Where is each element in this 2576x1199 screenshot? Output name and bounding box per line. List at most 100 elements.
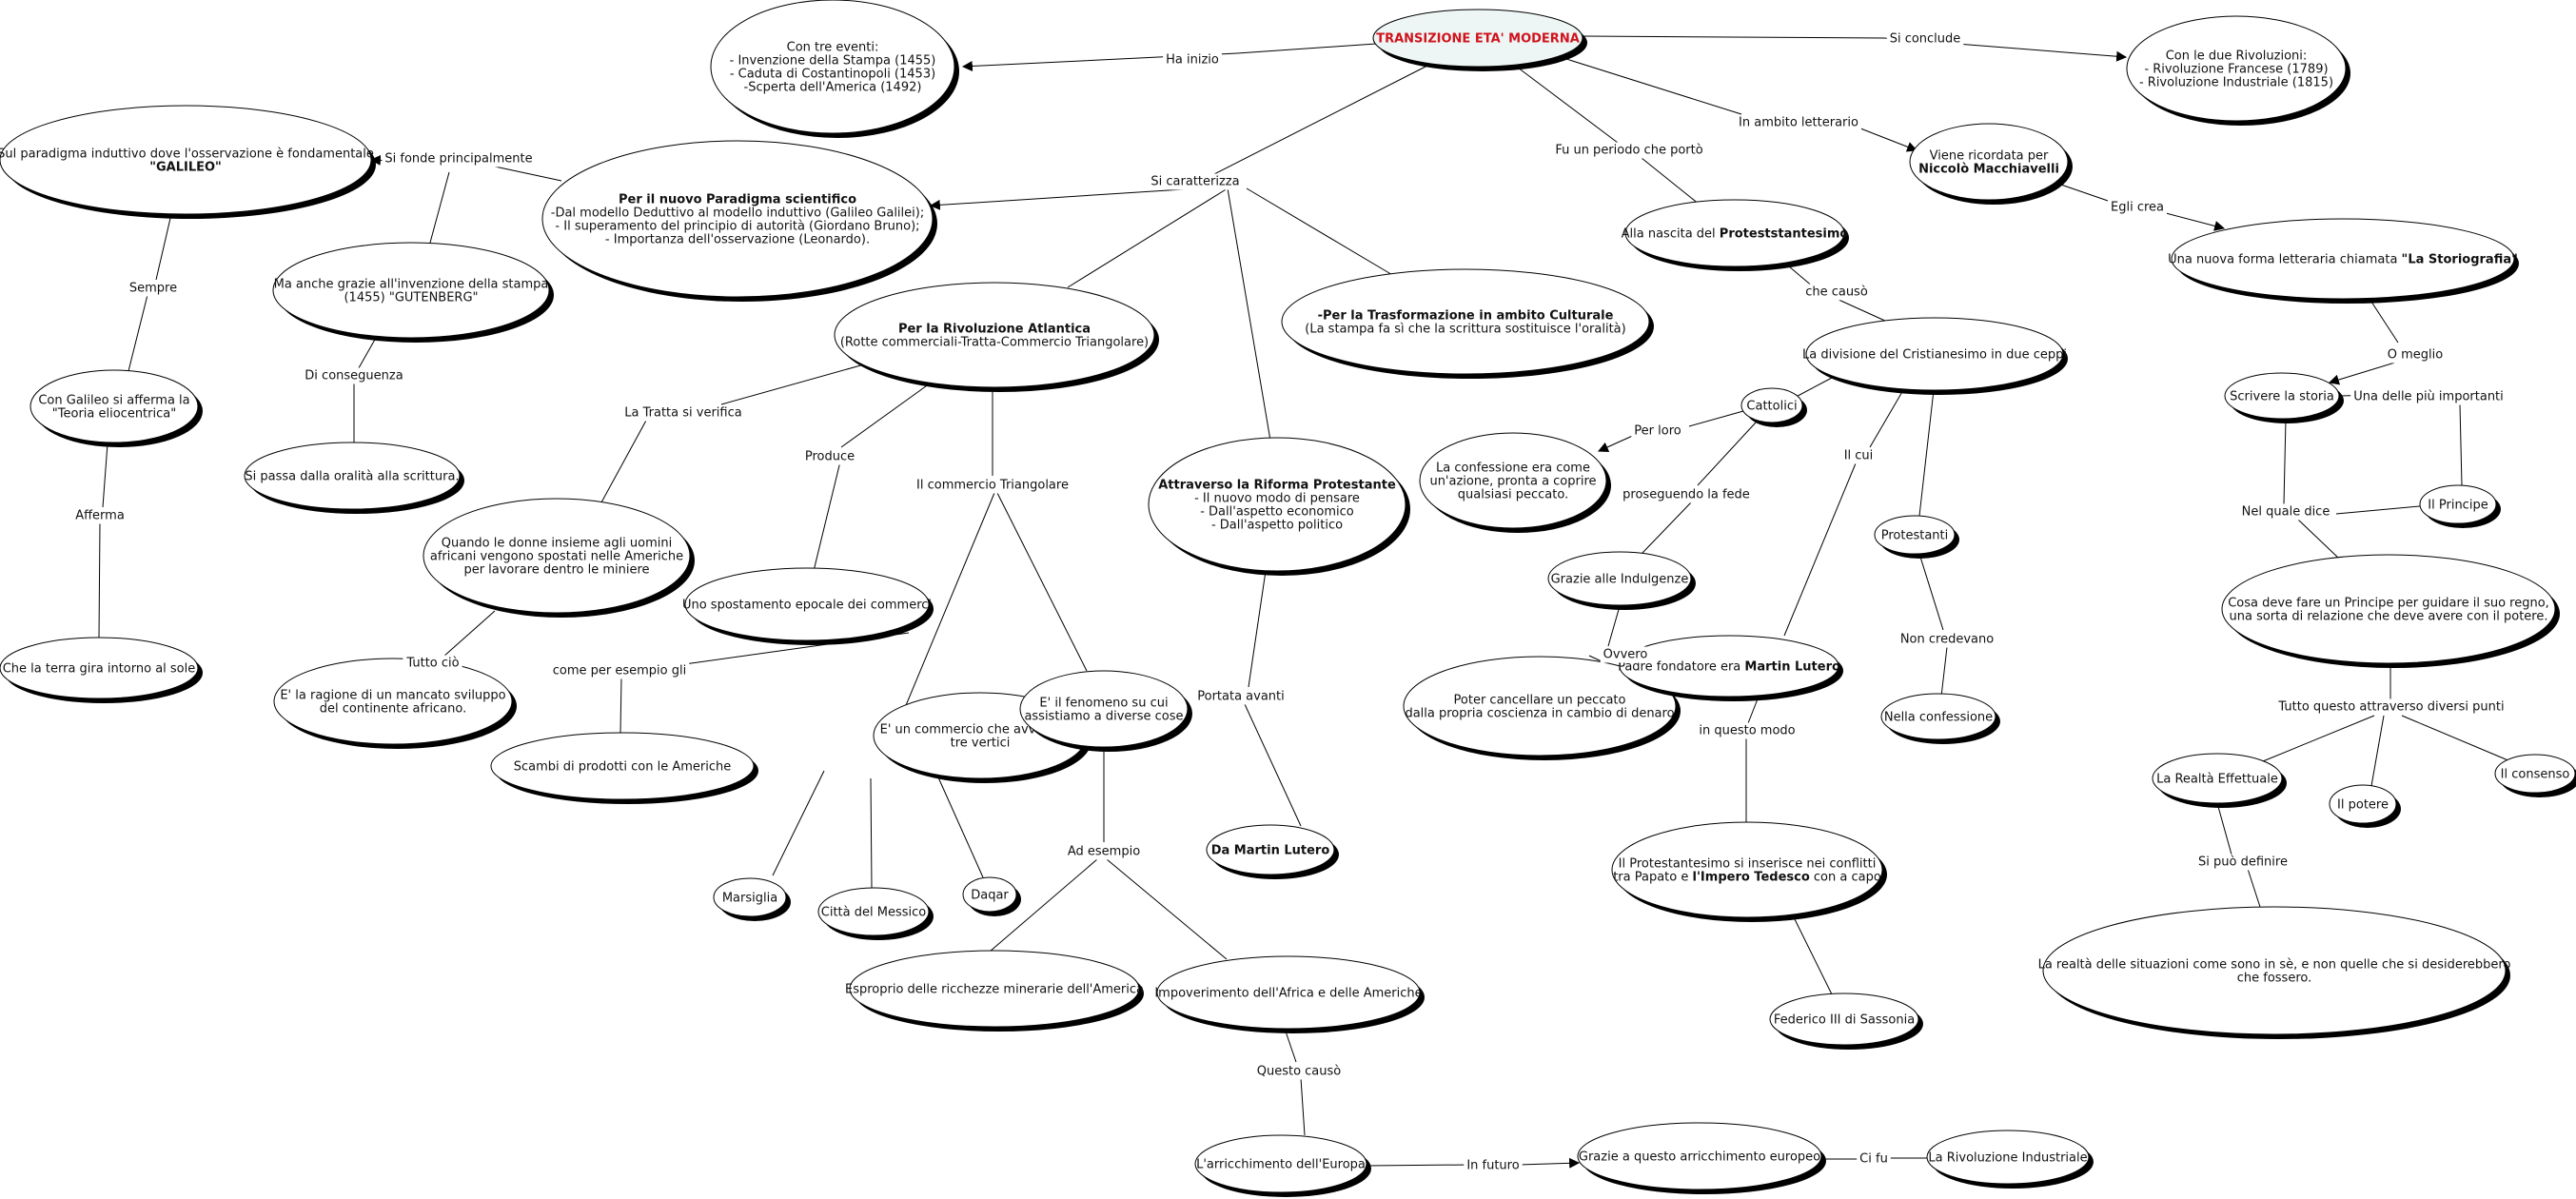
connector-line [1788,265,1815,288]
connector-line [1518,1157,1581,1169]
node-title[interactable]: TRANSIZIONE ETA' MODERNA [1372,9,1587,71]
link-label-come-per-esempio: come per esempio gli [553,664,686,678]
node-tre-eventi[interactable]: Con tre eventi:- Invenzione della Stampa… [710,0,959,138]
link-label-la-tratta: La Tratta si verifica [624,406,741,421]
node-mancato-sviluppo[interactable]: E' la ragione di un mancato sviluppodel … [273,658,517,749]
node-text-line: (1455) "GUTENBERG" [344,291,478,305]
node-text-line: Il potere [2337,798,2389,813]
node-ellipse [1874,515,1956,555]
node-ellipse [0,105,372,215]
connector-line [1836,298,1888,323]
node-ellipse [1547,551,1692,606]
link-label-fu-un-periodo: Fu un periodo che portò [1555,144,1702,158]
node-text-line: Il Protestantesimo si inserisce nei conf… [1619,857,1877,872]
link-label-tutto-questo: Tutto questo attraverso diversi punti [2277,700,2504,715]
link-label-background [1194,688,1288,705]
node-protestanti[interactable]: Protestanti [1874,515,1959,559]
node-trasformazione-culturale[interactable]: -Per la Trasformazione in ambito Cultura… [1281,268,1654,379]
link-label-si-conclude: Si conclude [1890,32,1961,47]
node-martin-lutero-1[interactable]: Da Martin Lutero [1206,824,1339,879]
connector-line [889,492,995,745]
node-ellipse [834,282,1155,388]
node-text-line: Il consenso [2501,768,2570,782]
node-conflitti-papato[interactable]: Il Protestantesimo si inserisce nei conf… [1611,821,1887,922]
node-ellipse [1194,1134,1367,1193]
node-scrivere-storia[interactable]: Scrivere la storia [2224,372,2344,423]
node-text-line: - Dall'aspetto economico [1200,505,1354,520]
node-text-line: tre vertici [951,737,1011,751]
connector-line [1106,858,1228,960]
link-label-background [1620,486,1753,503]
node-text-line: Città del Messico [821,906,926,920]
node-galileo-eliocentrica[interactable]: Con Galileo si afferma la"Teoria eliocen… [29,369,203,447]
node-citta-messico[interactable]: Città del Messico [817,887,934,940]
node-ellipse [1148,437,1406,572]
node-due-rivoluzioni[interactable]: Con le due Rivoluzioni:- Rivoluzione Fra… [2126,15,2350,126]
node-ellipse [2221,554,2556,664]
node-scambi-prodotti[interactable]: Scambi di prodotti con le Americhe [490,732,758,804]
node-ellipse [1619,635,1839,698]
link-label-che-causo: che causò [1805,285,1868,300]
node-indulgenze[interactable]: Grazie alle Indulgenze [1547,551,1696,610]
node-terra-sole[interactable]: Che la terra gira intorno al sole [0,637,203,703]
node-cattolici[interactable]: Cattolici [1740,387,1807,427]
node-spostamento-epocale[interactable]: Uno spostamento epocale dei commerci [682,567,934,645]
node-realta-effettuale[interactable]: La Realtà Effettuale [2152,753,2287,808]
node-daqar[interactable]: Daqar [962,876,1021,916]
node-realta-situazioni[interactable]: La realtà delle situazioni come sono in … [2038,906,2511,1039]
node-gutenberg[interactable]: Ma anche grazie all'invenzione della sta… [272,242,554,343]
node-ellipse [1206,824,1335,875]
node-ellipse [244,442,461,510]
node-storiografia[interactable]: Una nuova forma letteraria chiamata "La … [2168,218,2519,304]
link-label-questo-causo: Questo causò [1257,1065,1342,1079]
node-esproprio[interactable]: Esproprio delle ricchezze minerarie dell… [845,950,1144,1032]
node-cosa-deve-fare[interactable]: Cosa deve fare un Principe per guidare i… [2221,554,2560,668]
connector-line [1869,389,1904,448]
node-impoverimento[interactable]: Impoverimento dell'Africa e delle Americ… [1154,955,1425,1033]
connector-line [1918,389,1935,517]
link-label-tutto-cio: Tutto ciò [405,657,459,671]
node-donne-africani[interactable]: Quando le donne insieme agli uominiafric… [423,498,695,618]
node-text-line: Federico III di Sassonia [1774,1013,1915,1028]
node-text-line: L'arricchimento dell'Europa [1196,1158,1366,1172]
node-il-principe[interactable]: Il Principe [2419,484,2501,528]
node-nella-confessione[interactable]: Nella confessione [1880,693,2000,744]
node-paradigma-scientifico[interactable]: Per il nuovo Paradigma scientifico-Dal m… [541,140,937,302]
connector-line [772,770,825,876]
node-text-line: TRANSIZIONE ETA' MODERNA [1376,32,1580,47]
link-label-proseguendo: proseguendo la fede [1622,488,1750,502]
node-text-line: dalla propria coscienza in cambio di den… [1405,707,1674,721]
node-ellipse [423,498,691,614]
node-arricchimento[interactable]: L'arricchimento dell'Europa [1194,1134,1371,1197]
link-label-background [2350,388,2507,405]
connector-line [155,213,172,281]
node-il-potere[interactable]: Il potere [2329,784,2401,828]
link-label-background [302,367,406,384]
node-text-line: Impoverimento dell'Africa e delle Americ… [1154,987,1422,1001]
connector-line [442,610,496,658]
node-protestantesimo-nascita[interactable]: Alla nascita del Proteststantesimo [1622,199,1849,271]
node-riforma-protestante[interactable]: Attraverso la Riforma Protestante- Il nu… [1148,437,1410,576]
node-padre-fondatore[interactable]: Padre fondatore era Martin Lutero [1618,635,1843,701]
node-rivoluzione-industriale[interactable]: La Rivoluzione Industriale [1926,1130,2094,1189]
node-galileo-paradigma[interactable]: Sul paradigma induttivo dove l'osservazi… [0,105,376,219]
connector-line [1597,433,1638,452]
node-grazie-arricchimento[interactable]: Grazie a questo arricchimento europeo [1577,1122,1826,1194]
node-marsiglia[interactable]: Marsiglia [713,877,791,921]
node-rivoluzione-atlantica[interactable]: Per la Rivoluzione Atlantica(Rotte comme… [834,282,1159,392]
node-text-line: Si passa dalla oralità alla scrittura. [245,470,459,484]
node-oralita[interactable]: Si passa dalla oralità alla scrittura. [244,442,464,514]
node-divisione-cristianesimo[interactable]: La divisione del Cristianesimo in due ce… [1802,317,2068,395]
link-label-background [1464,1157,1523,1174]
node-text-line: Quando le donne insieme agli uomini [442,537,673,551]
node-il-consenso[interactable]: Il consenso [2494,754,2576,797]
link-label-background [549,662,690,679]
node-ellipse [1372,9,1583,68]
node-federico[interactable]: Federico III di Sassonia [1769,993,1923,1050]
